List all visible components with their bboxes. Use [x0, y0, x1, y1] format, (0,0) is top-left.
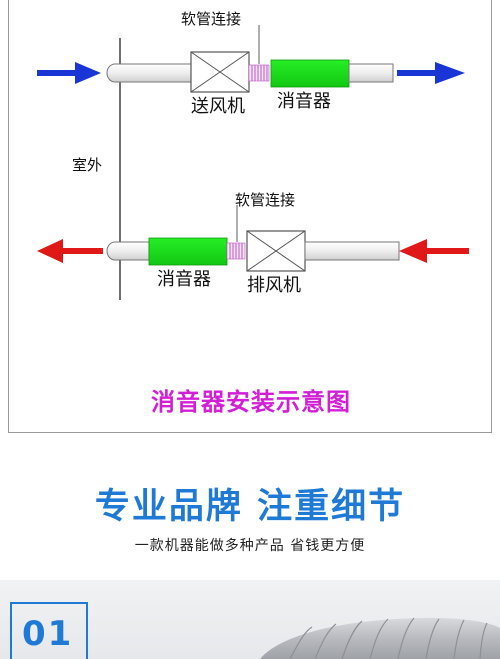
exhaust-fan-box [246, 230, 306, 272]
intake-arrow-right [399, 239, 469, 263]
section-gap [0, 433, 500, 473]
label-exhaust-fan: 排风机 [247, 275, 301, 296]
label-silencer-top: 消音器 [277, 91, 331, 112]
supply-fan-box [190, 51, 250, 93]
outlet-pipe-top [348, 63, 394, 83]
promo-headline: 专业品牌 注重细节 [94, 487, 406, 527]
intake-pipe-bottom [304, 241, 400, 261]
product-index-number: 01 [22, 614, 74, 654]
exhaust-pipe-left [106, 241, 150, 261]
label-supply-fan: 送风机 [191, 96, 245, 117]
inflow-arrow-left [37, 62, 101, 84]
hose-connector-bottom [226, 242, 246, 260]
hose-connector-top [248, 64, 270, 82]
flexible-duct-image [260, 617, 500, 659]
silencer-box-bottom [148, 237, 228, 266]
exhaust-arrow-left [37, 239, 103, 263]
product-index-badge: 01 [10, 602, 88, 659]
installation-diagram: 软管连接 送风机 消音器 室外 软管连接 消音器 排风机 消音器安装示意图 [8, 0, 492, 433]
outflow-arrow-right [397, 62, 465, 84]
intake-pipe-top [106, 63, 192, 83]
label-hose-bottom: 软管连接 [235, 191, 295, 209]
label-outdoor: 室外 [72, 156, 102, 174]
diagram-caption: 消音器安装示意图 [151, 388, 351, 416]
label-silencer-bottom: 消音器 [157, 269, 211, 290]
diagram-canvas: 软管连接 送风机 消音器 室外 软管连接 消音器 排风机 [37, 10, 469, 300]
label-hose-top: 软管连接 [181, 10, 241, 28]
promo-subheadline: 一款机器能做多种产品 省钱更方便 [134, 538, 366, 554]
product-section: 01 [0, 580, 500, 659]
silencer-box-top [270, 59, 350, 88]
